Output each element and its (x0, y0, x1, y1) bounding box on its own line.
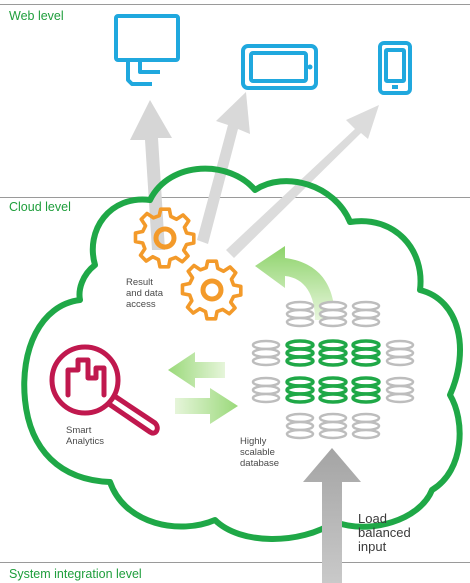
system-level-divider (0, 562, 470, 563)
cloud-level-label: Cloud level (9, 200, 71, 214)
gear-icon (180, 259, 243, 321)
smartphone-icon (378, 41, 412, 95)
gear-icon (133, 207, 196, 269)
tablet-icon (241, 44, 318, 90)
desktop-monitor-icon (114, 14, 180, 86)
database-disk (351, 316, 381, 328)
result-access-line: Result (126, 277, 153, 288)
database-disk (351, 392, 381, 404)
return-arrow (255, 246, 335, 320)
smart-analytics-line: Analytics (66, 436, 105, 447)
scalable-db-line: Highly (240, 436, 267, 447)
web-level-label: Web level (9, 9, 64, 23)
result-access-line: access (126, 299, 156, 310)
arrow-db-to-analytics (168, 352, 225, 388)
load-input-line: Load (358, 511, 387, 526)
cloud-outline (21, 165, 463, 542)
smart-analytics-line: Smart (66, 425, 92, 436)
load-input-line: input (358, 539, 387, 554)
database-disk (351, 355, 381, 367)
result-access-line: and data (126, 288, 163, 299)
load-input-arrow (303, 448, 361, 583)
database-disk (318, 355, 348, 367)
cloud-level-divider (0, 197, 470, 198)
scalable-db-caption: Highly scalable database (240, 436, 279, 469)
database-disk (318, 392, 348, 404)
arrow-analytics-to-db (175, 388, 238, 424)
database-disk (318, 316, 348, 328)
database-disk (251, 355, 281, 367)
smart-analytics-caption: Smart Analytics (66, 425, 104, 447)
web-level-divider (0, 4, 470, 5)
database-disk (385, 355, 415, 367)
database-disk (318, 428, 348, 440)
magnifier-chart-icon (49, 344, 160, 436)
database-disk (251, 392, 281, 404)
database-disk (351, 428, 381, 440)
scalable-db-line: database (240, 458, 280, 469)
result-access-caption: Result and data access (126, 277, 163, 310)
database-stack-icon (251, 300, 415, 440)
scalable-db-line: scalable (240, 447, 275, 458)
load-input-line: balanced (358, 525, 411, 540)
system-level-label: System integration level (9, 567, 142, 581)
database-disk (285, 428, 315, 440)
database-disk (285, 355, 315, 367)
database-disk (285, 316, 315, 328)
database-disk (385, 392, 415, 404)
load-input-caption: Load balanced input (358, 512, 411, 554)
database-disk (285, 392, 315, 404)
